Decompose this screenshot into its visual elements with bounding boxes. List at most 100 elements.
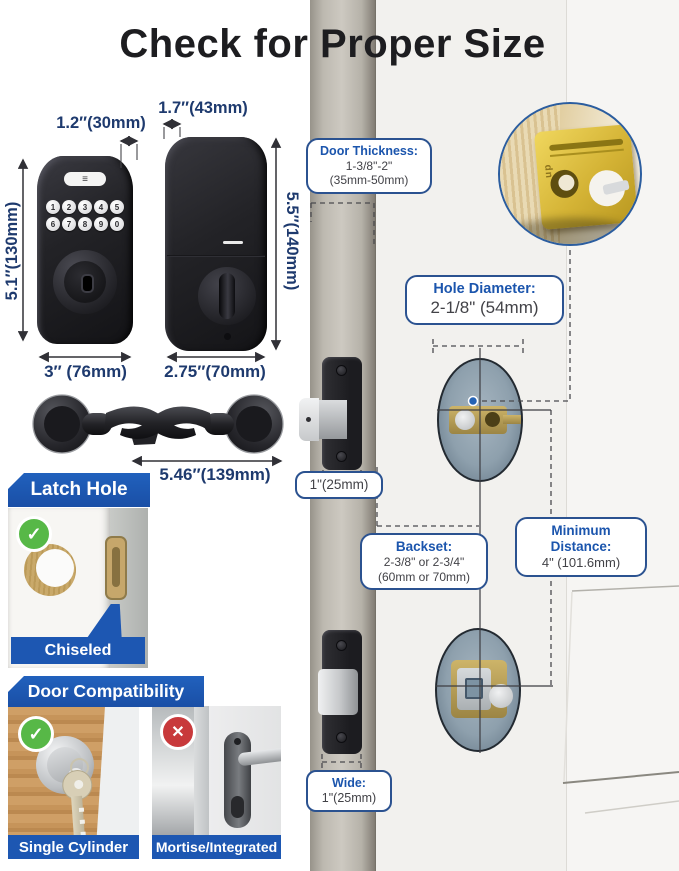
backset-callout: Backset: 2-3/8" or 2-3/4" (60mm or 70mm) <box>360 533 488 590</box>
latch-length-value: 1"(25mm) <box>309 477 369 492</box>
wide-value: 1"(25mm) <box>321 791 377 805</box>
backplate-screw <box>234 738 241 745</box>
page-title: Check for Proper Size <box>119 22 546 66</box>
interior-indicator <box>223 241 243 244</box>
key-notch <box>79 819 85 824</box>
latch-hole-photo: Chiseled <box>8 508 148 668</box>
faceplate-screw <box>336 451 347 462</box>
back-width-label: 2.75″(70mm) <box>164 362 266 381</box>
latch-mechanism-roller <box>455 410 475 430</box>
door-compatibility-badge: Door Compatibility <box>8 676 204 707</box>
backset-value-1: 2-3/8" or 2-3/4" <box>383 555 465 570</box>
keypad-key: 1 <box>46 200 60 214</box>
keypad-buttons: 1 2 3 4 5 6 7 8 9 0 <box>46 200 124 231</box>
front-width-label: 3″ (76mm) <box>44 362 127 381</box>
front-height-label: 5.1″(130mm) <box>3 201 21 301</box>
right-lever <box>120 394 284 454</box>
keypad-key: 8 <box>78 217 92 231</box>
hole-diameter-callout: Hole Diameter: 2-1/8" (54mm) <box>405 275 564 325</box>
keypad-key: 5 <box>110 200 124 214</box>
deadbolt-cylinder <box>53 250 117 314</box>
min-distance-label-2: Distance: <box>550 539 612 555</box>
latch-bolt-upper <box>299 398 347 441</box>
door-compatibility-badge-label: Door Compatibility <box>27 681 185 701</box>
door-lever-pair <box>32 394 284 454</box>
mortise-caption: Mortise/Integrated <box>155 839 278 855</box>
latch-hole-badge-label: Latch Hole <box>30 479 128 500</box>
keypad-key: 4 <box>94 200 108 214</box>
bore-cross-section-lower <box>435 628 521 752</box>
spindle-square-hole <box>465 678 483 699</box>
key-head-hole <box>73 779 84 790</box>
hole-diameter-value: 2-1/8" (54mm) <box>430 298 539 318</box>
backset-value-2: (60mm or 70mm) <box>377 569 470 584</box>
single-cylinder-photo: Single Cylinder <box>8 706 139 859</box>
mortise-banner: Mortise/Integrated <box>152 835 281 859</box>
spindle-hole <box>587 168 630 208</box>
latch-length-callout: 1"(25mm) <box>295 471 383 500</box>
spindle-pin <box>602 179 630 196</box>
check-icon <box>18 716 54 752</box>
single-cylinder-caption: Single Cylinder <box>18 838 129 856</box>
deadbolt-cylinder-inner <box>64 261 106 303</box>
door-thickness-value-2: (35mm-50mm) <box>329 173 409 188</box>
bore-hole-inner <box>36 549 74 587</box>
keypad-key: 0 <box>110 217 124 231</box>
keyhole <box>81 274 94 293</box>
bore-cross-section-upper <box>437 358 523 482</box>
chiseled-mortise-slot <box>112 547 120 587</box>
faceplate-screw <box>336 365 347 376</box>
faceplate-screw <box>336 640 347 651</box>
wide-label: Wide: <box>332 776 366 790</box>
reset-hole <box>224 333 231 340</box>
latch-bolt-face <box>299 398 319 441</box>
faceplate-screw <box>336 732 347 743</box>
cross-icon <box>160 714 196 750</box>
keypad-key: 2 <box>62 200 76 214</box>
interior-seam <box>167 255 265 257</box>
single-cylinder-banner: Single Cylinder <box>8 835 139 859</box>
deadbolt-interior-side <box>165 137 267 351</box>
latch-hole-badge: Latch Hole <box>8 473 150 507</box>
backplate-keyway <box>231 796 244 818</box>
lever-length-label: 5.46″(139mm) <box>159 465 271 484</box>
keypad-key: 9 <box>94 217 108 231</box>
thumb-turn <box>198 267 256 325</box>
key-notch <box>78 807 85 812</box>
door-thickness-callout: Door Thickness: 1-3/8"-2" (35mm-50mm) <box>306 138 432 194</box>
door-thickness-value-1: 1-3/8"-2" <box>345 159 393 173</box>
latch-assembly-cam <box>489 684 513 708</box>
mortise-door-edge <box>194 706 209 859</box>
latch-tail-bar <box>503 415 521 424</box>
keypad-key: 7 <box>62 217 76 231</box>
check-icon <box>16 516 52 552</box>
door-thickness-label: Door Thickness: <box>320 144 418 158</box>
latch-bolt-lower <box>318 669 358 715</box>
latch-bolt-body <box>319 399 347 440</box>
inset-shadow <box>506 218 636 244</box>
min-distance-callout: Minimum Distance: 4" (101.6mm) <box>515 517 647 577</box>
keypad-indicator-bar: ≡ <box>64 172 106 186</box>
latch-case-hole-inner <box>557 174 576 192</box>
left-lever <box>32 394 196 454</box>
front-depth-label: 1.2″(30mm) <box>56 114 146 132</box>
latch-bolt-pin <box>306 417 311 422</box>
latch-bore-inset-circle: up <box>498 102 642 246</box>
latch-mechanism-hole <box>485 412 500 427</box>
back-depth-label: 1.7″(43mm) <box>158 99 248 117</box>
brass-latch-case: up <box>533 124 639 230</box>
mortise-backplate <box>224 732 251 828</box>
thumb-turn-knob <box>219 273 235 319</box>
keypad-key: 6 <box>46 217 60 231</box>
bore-hole <box>24 544 76 596</box>
chiseled-caption: Chiseled <box>44 641 112 659</box>
keypad-key: 3 <box>78 200 92 214</box>
back-height-label: 5.5″(140mm) <box>283 191 301 291</box>
keypad-deadbolt-front: ≡ 1 2 3 4 5 6 7 8 9 0 <box>37 156 133 344</box>
chiseled-banner: Chiseled <box>11 637 145 664</box>
wide-callout: Wide: 1"(25mm) <box>306 770 392 812</box>
mortise-integrated-photo: Mortise/Integrated <box>152 706 281 859</box>
menu-icon: ≡ <box>82 173 88 185</box>
min-distance-value: 4" (101.6mm) <box>541 555 621 571</box>
